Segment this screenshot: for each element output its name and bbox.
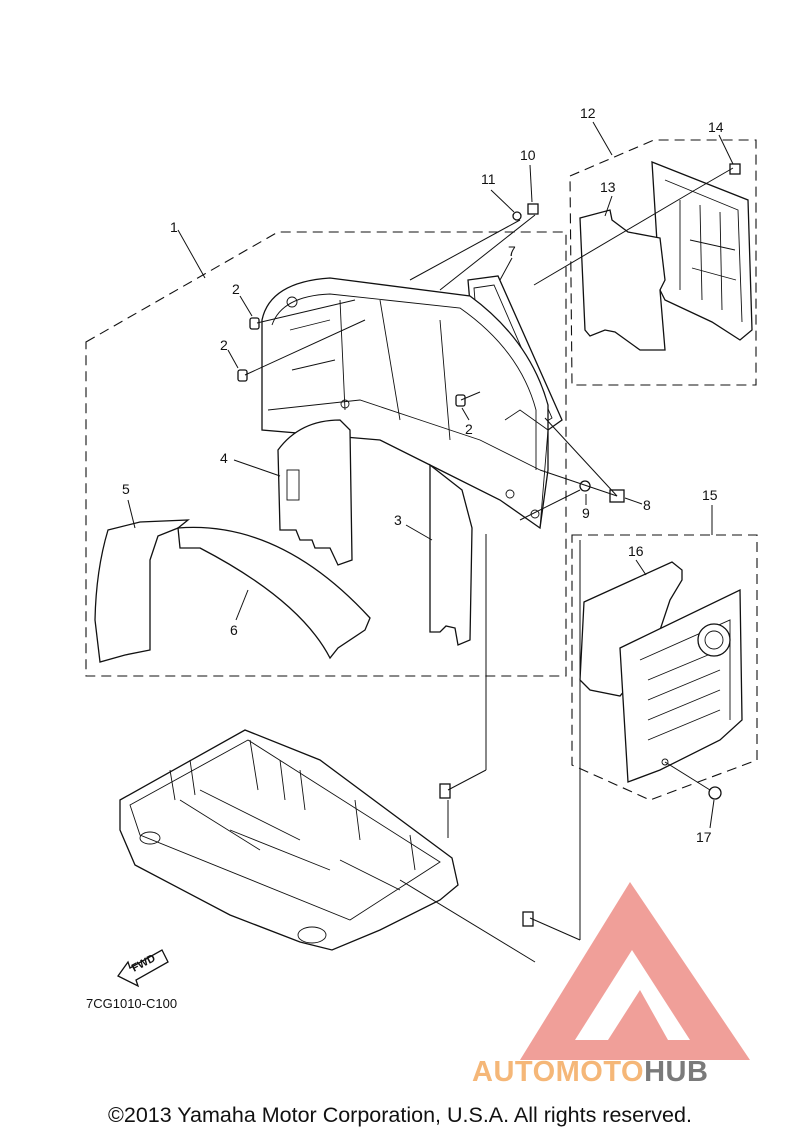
callout-1: 1 xyxy=(170,219,178,235)
callout-3: 3 xyxy=(394,512,402,528)
watermark-logo xyxy=(520,882,750,1060)
callout-6: 6 xyxy=(230,622,238,638)
callout-2a: 2 xyxy=(232,281,240,297)
callout-4: 4 xyxy=(220,450,228,466)
callout-13: 13 xyxy=(600,179,616,195)
callout-12: 12 xyxy=(580,105,596,121)
callout-numbers: 1 2 2 2 3 4 5 6 7 8 9 10 11 12 13 14 15 … xyxy=(122,105,724,845)
group-boundary-15 xyxy=(571,534,758,801)
part-3-panel xyxy=(429,463,473,646)
connector-lines xyxy=(244,167,734,963)
watermark-text: AUTOMOTOHUB xyxy=(472,1056,708,1089)
callout-8: 8 xyxy=(643,497,651,513)
group-boundary-1 xyxy=(85,231,567,677)
part-4-panel xyxy=(277,419,353,566)
part-15-outlet-cover xyxy=(619,588,743,783)
callout-14: 14 xyxy=(708,119,724,135)
callout-9: 9 xyxy=(582,505,590,521)
fwd-arrow-icon: FWD xyxy=(117,949,169,988)
callout-17: 17 xyxy=(696,829,712,845)
callout-10: 10 xyxy=(520,147,536,163)
callout-5: 5 xyxy=(122,481,130,497)
callout-2b: 2 xyxy=(220,337,228,353)
part-13-filter xyxy=(579,209,666,351)
diagram-reference-code: 7CG1010-C100 xyxy=(86,996,178,1011)
callout-leaders xyxy=(127,121,734,829)
base-tray xyxy=(119,729,459,951)
callout-11: 11 xyxy=(481,171,496,187)
copyright-notice: ©2013 Yamaha Motor Corporation, U.S.A. A… xyxy=(108,1103,692,1127)
part-6-liner xyxy=(177,526,371,660)
callout-7: 7 xyxy=(508,243,516,259)
callout-16: 16 xyxy=(628,543,644,559)
part-12-intake-cover xyxy=(651,161,753,341)
watermark-text-part2: HUB xyxy=(644,1056,709,1088)
small-hardware xyxy=(237,163,741,927)
group-boundary-12 xyxy=(569,139,757,386)
part-5-strip xyxy=(94,519,190,663)
watermark-text-part1: AUTOMOTO xyxy=(472,1056,645,1088)
callout-15: 15 xyxy=(702,487,718,503)
part-1-side-cover xyxy=(261,277,549,530)
callout-2c: 2 xyxy=(465,421,473,437)
